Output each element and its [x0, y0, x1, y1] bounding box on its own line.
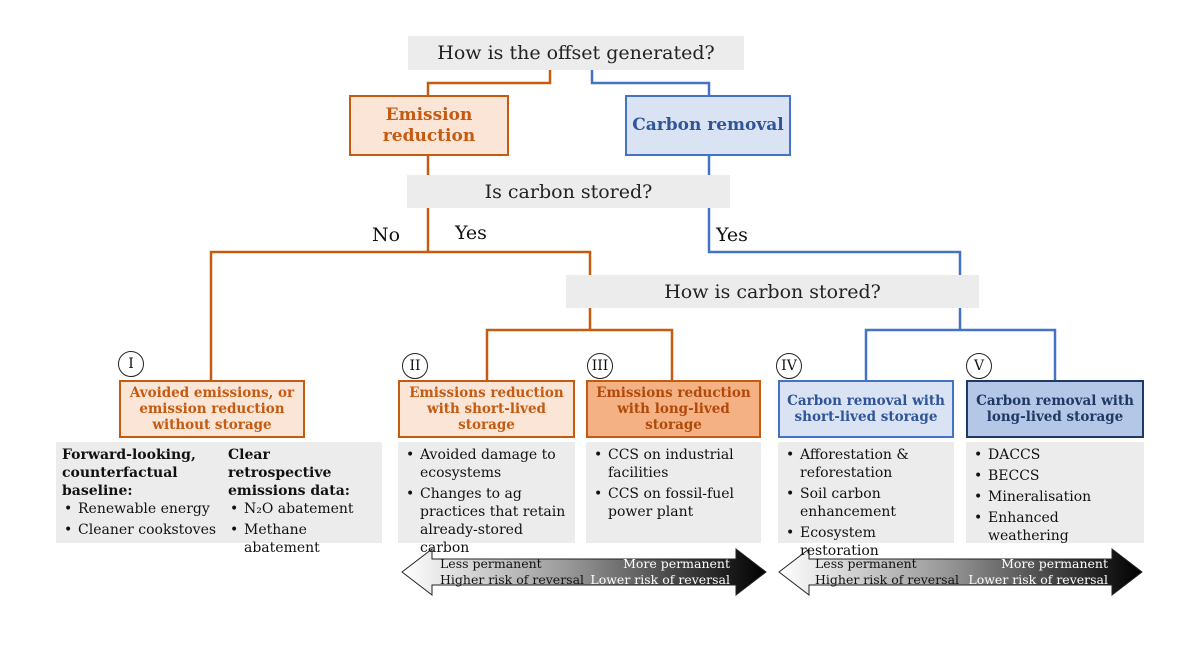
list-item: Enhanced weathering [972, 510, 1138, 546]
question-carbon-stored: Is carbon stored? [407, 175, 730, 208]
list-item: Soil carbon enhancement [784, 486, 948, 522]
yes-label-right: Yes [716, 224, 748, 246]
category-V-title: Carbon removal with long-lived storage [976, 392, 1134, 425]
baseline-heading: Forward-looking, counterfactual baseline… [62, 447, 196, 499]
numeral-II: II [402, 353, 428, 379]
category-V-details: DACCS BECCS Mineralisation Enhanced weat… [966, 442, 1144, 546]
category-I-details: Forward-looking, counterfactual baseline… [56, 442, 382, 556]
list-item: BECCS [972, 468, 1138, 486]
connector-IV-V [864, 328, 1057, 380]
emission-reduction-box: Emission reduction [349, 95, 509, 156]
connector-yes-branch [428, 250, 592, 275]
category-III-box: Emissions reduction with long-lived stor… [586, 380, 761, 438]
numeral-V: V [966, 353, 992, 379]
category-II-title: Emissions reduction with short-lived sto… [409, 384, 564, 434]
list-item: DACCS [972, 447, 1138, 465]
retrospective-column: Clear retrospective emissions data: N₂O … [228, 447, 378, 560]
arrow-right-text-emissions: More permanent Lower risk of reversal [590, 556, 730, 587]
list-item: CCS on fossil-fuel power plant [592, 486, 755, 522]
list-item: Methane abatement [228, 522, 378, 558]
list-item: Mineralisation [972, 489, 1138, 507]
emission-reduction-label: Emission reduction [382, 105, 476, 146]
numeral-III: III [587, 353, 613, 379]
carbon-removal-label: Carbon removal [632, 115, 784, 136]
connector-q1-emission [426, 70, 552, 95]
category-III-title: Emissions reduction with long-lived stor… [596, 384, 751, 434]
category-II-details: Avoided damage to ecosystems Changes to … [398, 442, 575, 556]
yes-label-left: Yes [455, 222, 487, 244]
category-I-box: Avoided emissions, or emission reduction… [119, 380, 305, 438]
no-label: No [372, 224, 401, 246]
baseline-column: Forward-looking, counterfactual baseline… [62, 447, 222, 543]
list-item: Cleaner cookstoves [62, 522, 222, 540]
category-IV-details: Afforestation & reforestation Soil carbo… [778, 442, 954, 559]
numeral-I: I [118, 351, 144, 377]
list-item: Avoided damage to ecosystems [404, 447, 569, 483]
arrow-left-text-emissions: Less permanent Higher risk of reversal [440, 556, 585, 587]
question-how-carbon-stored: How is carbon stored? [566, 275, 979, 308]
connector-q1-removal [590, 70, 711, 95]
arrow-right-text-removal: More permanent Lower risk of reversal [968, 556, 1108, 587]
category-V-box: Carbon removal with long-lived storage [966, 380, 1144, 438]
question-offset-generated: How is the offset generated? [408, 36, 744, 70]
category-II-box: Emissions reduction with short-lived sto… [398, 380, 575, 438]
list-item: CCS on industrial facilities [592, 447, 755, 483]
carbon-removal-box: Carbon removal [625, 95, 791, 156]
numeral-IV: IV [776, 353, 802, 379]
arrow-left-text-removal: Less permanent Higher risk of reversal [815, 556, 960, 587]
category-III-details: CCS on industrial facilities CCS on foss… [586, 442, 761, 543]
category-I-title: Avoided emissions, or emission reduction… [129, 384, 295, 434]
category-IV-box: Carbon removal with short-lived storage [778, 380, 954, 438]
retrospective-heading: Clear retrospective emissions data: [228, 447, 350, 499]
list-item: Changes to ag practices that retain alre… [404, 486, 569, 558]
category-IV-title: Carbon removal with short-lived storage [787, 392, 945, 425]
list-item: N₂O abatement [228, 501, 378, 519]
list-item: Ecosystem restoration [784, 525, 948, 561]
list-item: Renewable energy [62, 501, 222, 519]
connector-II-III [485, 328, 674, 380]
connector-no-branch [209, 250, 428, 380]
list-item: Afforestation & reforestation [784, 447, 948, 483]
connector-removal-yes [707, 207, 962, 275]
